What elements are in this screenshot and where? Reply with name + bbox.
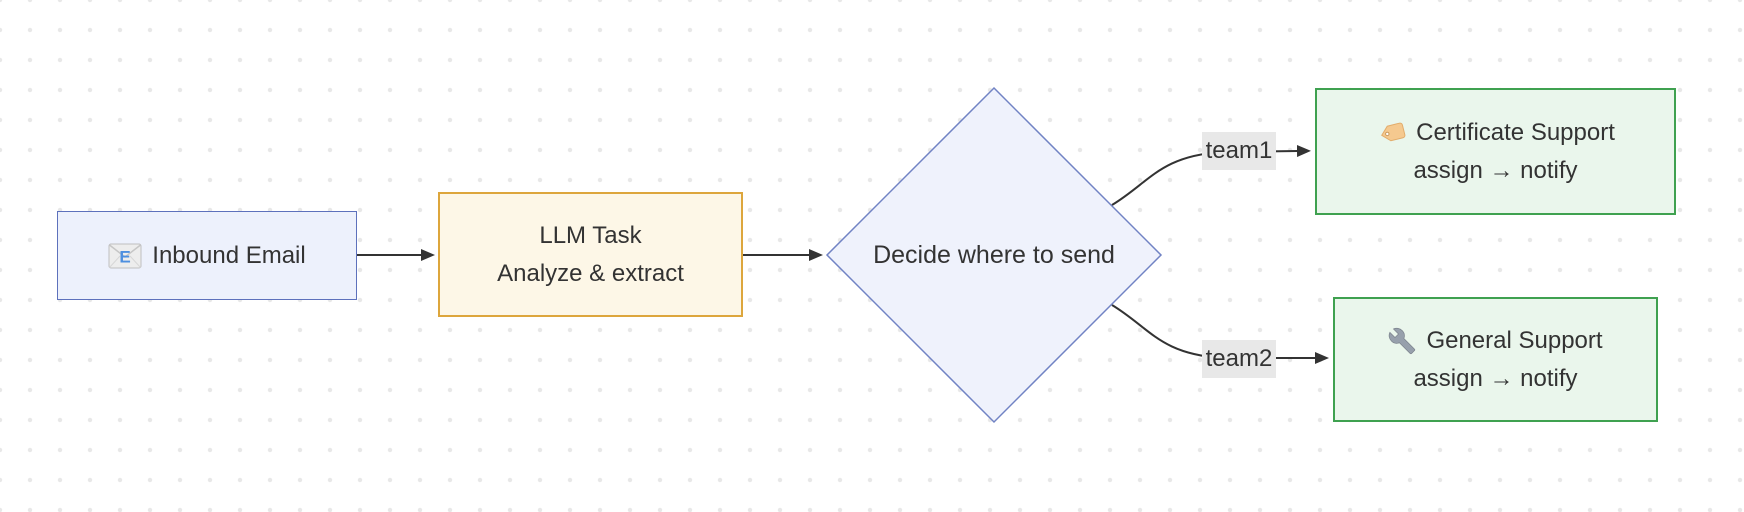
edge-label-team1-text: team1 [1205, 137, 1273, 164]
decision-diamond-shape [825, 86, 1163, 424]
node-decide-label: Decide where to send [873, 240, 1115, 269]
node-llm-task-title: LLM Task [539, 221, 642, 249]
node-certificate-support: Certificate Support assign → notify [1315, 88, 1676, 215]
edge-label-team2: team2 [1202, 340, 1276, 378]
svg-text:E: E [120, 247, 131, 266]
edge-label-team2-text: team2 [1205, 345, 1273, 372]
node-general-support: General Support assign → notify [1333, 297, 1658, 422]
node-certificate-support-title: Certificate Support [1416, 118, 1615, 146]
node-general-support-title: General Support [1426, 326, 1603, 354]
node-llm-task-subtitle: Analyze & extract [497, 259, 684, 287]
tag-icon [1376, 121, 1406, 145]
node-inbound-email: E Inbound Email [57, 211, 357, 300]
node-decide-label-wrap: Decide where to send [827, 88, 1161, 422]
node-general-support-subtitle: assign → notify [1413, 364, 1578, 392]
edge-label-team1: team1 [1202, 132, 1276, 170]
node-certificate-support-subtitle: assign → notify [1413, 156, 1578, 184]
node-llm-task: LLM Task Analyze & extract [438, 192, 743, 317]
wrench-icon [1388, 327, 1416, 355]
email-icon: E [108, 243, 142, 269]
node-inbound-email-label: Inbound Email [152, 241, 306, 269]
